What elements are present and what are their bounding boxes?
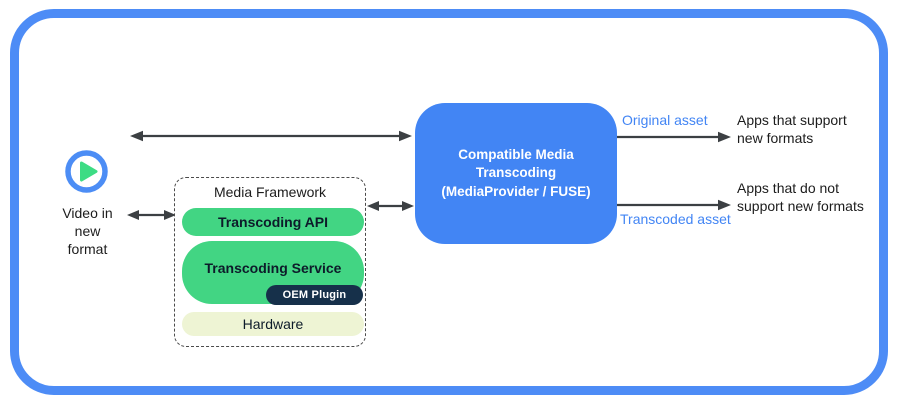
- target-line: support new formats: [737, 197, 864, 214]
- compatible-media-transcoding-box: Compatible Media Transcoding (MediaProvi…: [415, 103, 617, 244]
- diagram-outer-frame: [10, 9, 888, 395]
- layer-label: Hardware: [242, 316, 304, 332]
- apps-support-new-formats: Apps that support new formats: [737, 112, 847, 147]
- target-line: Apps that support: [737, 112, 847, 128]
- transcoding-box-line: (MediaProvider / FUSE): [441, 183, 591, 199]
- target-line: Apps that do not: [737, 180, 839, 196]
- oem-plugin-badge: OEM Plugin: [266, 285, 363, 305]
- layer-label: Transcoding Service: [204, 259, 342, 276]
- layer-hardware: Hardware: [182, 312, 364, 336]
- video-source-line: new: [74, 223, 101, 239]
- target-line: new formats: [737, 129, 814, 146]
- layer-label: Transcoding API: [218, 214, 328, 230]
- video-source-line: format: [67, 241, 108, 257]
- arrow-source-to-framework: [127, 210, 176, 220]
- video-source-line: Video in: [62, 205, 113, 221]
- arrow-source-to-transcoding: [130, 130, 412, 142]
- media-framework-box: Media Framework Transcoding API Transcod…: [174, 177, 366, 347]
- transcoded-asset-label: Transcoded asset: [620, 211, 731, 227]
- apps-not-support-new-formats: Apps that do not support new formats: [737, 180, 864, 215]
- transcoding-box-line: Transcoding: [475, 165, 557, 181]
- layer-transcoding-service: Transcoding Service OEM Plugin: [182, 241, 364, 305]
- video-source-label: Video in new format: [40, 204, 135, 258]
- play-icon: [65, 150, 108, 193]
- transcoding-box-line: Compatible Media: [458, 146, 574, 162]
- original-asset-label: Original asset: [622, 112, 708, 128]
- arrow-original-asset: [617, 131, 731, 143]
- arrow-framework-to-transcoding: [367, 201, 414, 211]
- media-framework-title: Media Framework: [213, 184, 327, 200]
- arrow-transcoded-asset: [617, 199, 731, 211]
- layer-transcoding-api: Transcoding API: [182, 208, 364, 236]
